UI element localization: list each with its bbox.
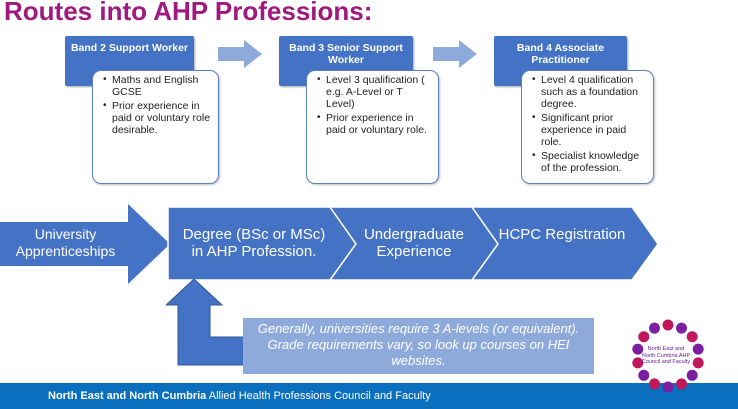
band-3-list: Level 3 qualification ( e.g. A-Level or … — [317, 74, 432, 136]
logo-text: North East and North Cumbria AHP Council… — [641, 346, 691, 365]
band-3-item: Level 3 qualification ( e.g. A-Level or … — [317, 74, 432, 110]
band-4-list: Level 4 qualification such as a foundati… — [532, 74, 647, 174]
logo-dot — [676, 322, 687, 334]
arrow-right-icon — [433, 40, 477, 68]
logo-dot — [662, 381, 674, 393]
apprenticeship-label: University Apprenticeships — [15, 226, 116, 259]
band-2-requirements: Maths and English GCSE Prior experience … — [92, 70, 219, 184]
band-2-list: Maths and English GCSE Prior experience … — [103, 74, 212, 136]
band-2-item: Prior experience in paid or voluntary ro… — [103, 100, 212, 136]
council-logo — [632, 319, 704, 393]
logo-dot — [676, 378, 687, 390]
band-4-item: Level 4 qualification such as a foundati… — [532, 74, 647, 110]
band-3-heading-text: Band 3 Senior Support Worker — [289, 42, 403, 66]
logo-dot — [638, 369, 650, 381]
experience-label: Undergraduate Experience — [363, 226, 465, 260]
registration-label: HCPC Registration — [498, 226, 626, 243]
logo-dot — [632, 343, 644, 355]
footer-bar: North East and North Cumbria Allied Heal… — [0, 383, 738, 409]
band-4-requirements: Level 4 qualification such as a foundati… — [521, 70, 654, 184]
logo-dot — [632, 357, 644, 369]
registration-chevron — [470, 206, 659, 281]
footer-org: Allied Health Professions Council and Fa… — [206, 390, 431, 402]
pathway-arrows — [0, 204, 659, 284]
curved-up-arrow-icon — [166, 279, 256, 366]
footer-region: North East and North Cumbria — [48, 390, 207, 402]
logo-dot — [686, 369, 698, 381]
logo-dot — [649, 322, 660, 334]
footer-text: North East and North Cumbria Allied Heal… — [48, 390, 431, 402]
band-4-item: Significant prior experience in paid rol… — [532, 112, 647, 148]
logo-dot — [649, 378, 660, 390]
band-4-heading-text: Band 4 Associate Practitioner — [516, 42, 605, 66]
logo-dot — [686, 331, 698, 343]
logo-dot — [692, 357, 704, 369]
entry-requirements-note: Generally, universities require 3 A-leve… — [243, 318, 594, 374]
page-title: Routes into AHP Professions: — [4, 0, 373, 26]
logo-dot — [662, 319, 674, 331]
band-3-requirements: Level 3 qualification ( e.g. A-Level or … — [306, 70, 439, 184]
logo-dot — [692, 343, 704, 355]
logo-dot — [638, 331, 650, 343]
band-2-item: Maths and English GCSE — [103, 74, 212, 98]
band-2-heading-text: Band 2 Support Worker — [70, 42, 189, 54]
band-4-item: Specialist knowledge of the profession. — [532, 150, 647, 174]
band-3-item: Prior experience in paid or voluntary ro… — [317, 112, 432, 136]
apprenticeship-arrow — [0, 204, 170, 284]
arrow-right-icon — [218, 40, 262, 68]
degree-label: Degree (BSc or MSc) in AHP Profession. — [182, 226, 326, 260]
